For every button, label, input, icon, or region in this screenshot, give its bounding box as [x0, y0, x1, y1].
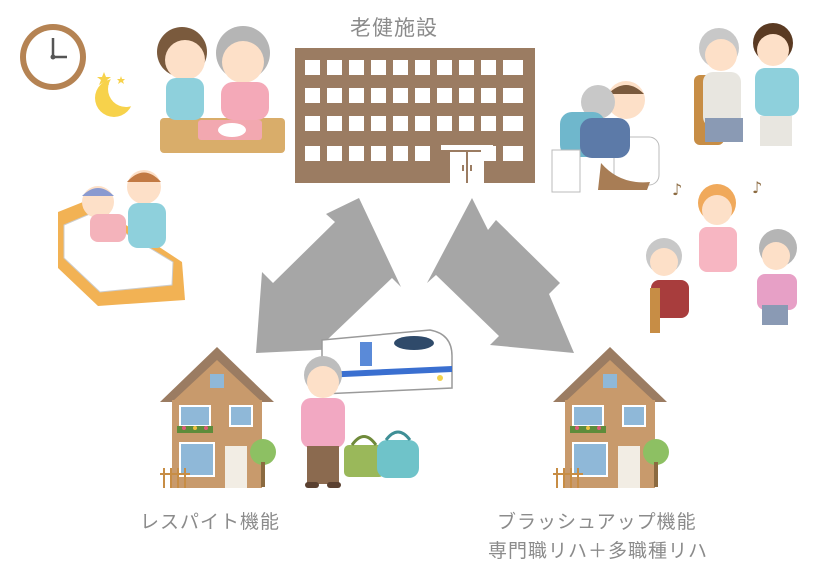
- svg-text:♪: ♪: [752, 178, 762, 197]
- brushup-function-label: ブラッシュアップ機能: [497, 511, 697, 533]
- respite-function-label: レスパイト機能: [140, 511, 281, 533]
- bed-care-illustration: [58, 170, 185, 306]
- luggage-bags-icon: [344, 430, 419, 478]
- arrow-respite: [256, 198, 401, 353]
- arrow-brushup: [427, 198, 574, 353]
- home-house-left: [160, 347, 276, 488]
- crescent-moon-icon: [95, 71, 144, 117]
- rehab-description-label: 専門職リハ＋多職種リハ: [488, 540, 709, 562]
- facility-title: 老健施設: [350, 16, 438, 40]
- walking-assistance-illustration: [694, 23, 799, 146]
- meal-assistance-illustration: [157, 26, 285, 153]
- elderly-traveler-illustration: [301, 356, 345, 488]
- svg-text:♪: ♪: [672, 180, 682, 199]
- toilet-assistance-illustration: [551, 81, 660, 193]
- bullet-train-icon: [321, 329, 453, 395]
- home-house-right: [553, 347, 669, 488]
- group-recreation-illustration: ♪ ♪: [646, 178, 797, 333]
- clock-icon: [20, 24, 86, 90]
- care-facility-building: [295, 48, 535, 183]
